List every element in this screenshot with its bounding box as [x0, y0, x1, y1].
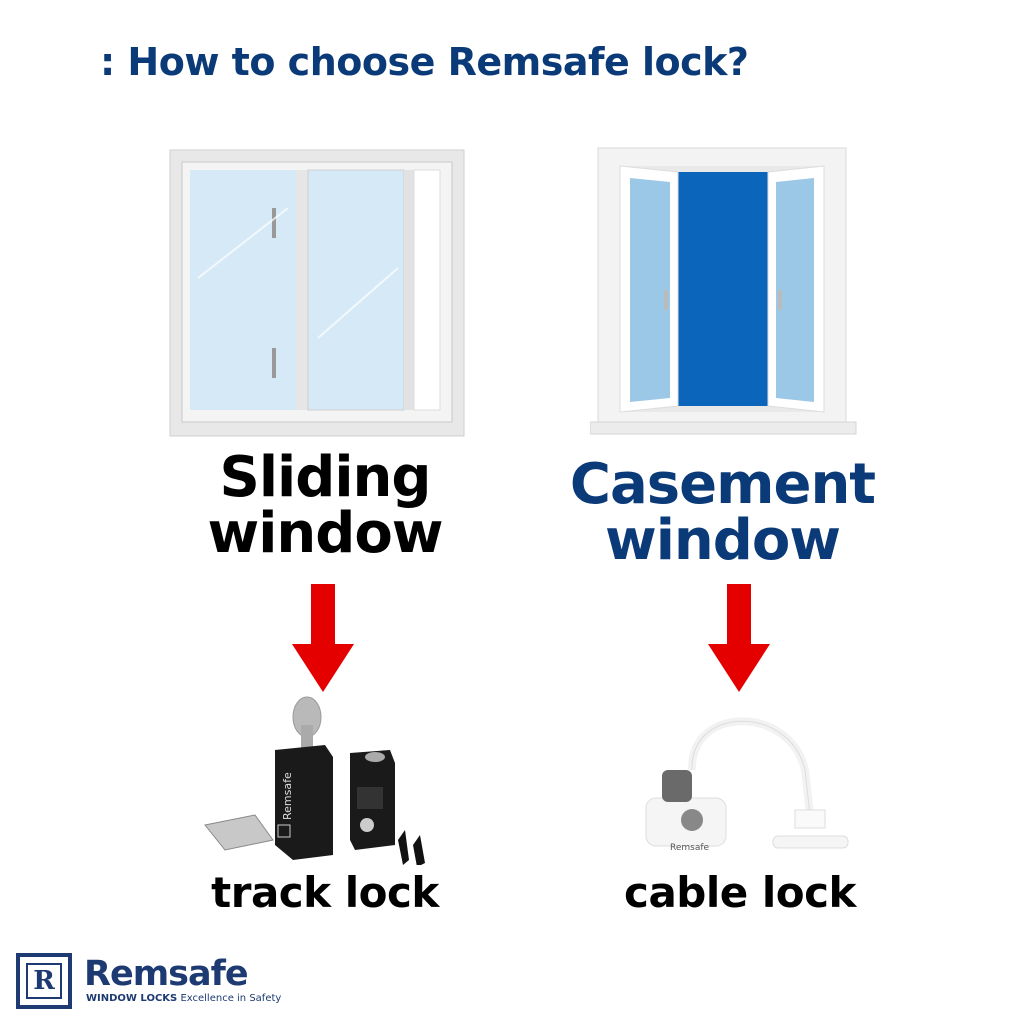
logo-name: Remsafe [84, 954, 249, 994]
sliding-window-label: Sliding window [165, 450, 485, 562]
sliding-label-line2: window [207, 501, 443, 566]
arrow-down-icon [708, 584, 770, 692]
remsafe-logo-icon: R [16, 953, 72, 1009]
sliding-label-line1: Sliding [219, 445, 432, 510]
casement-label-line2: window [604, 508, 841, 573]
svg-text:Remsafe: Remsafe [281, 772, 294, 820]
sliding-window-image [169, 149, 465, 437]
track-lock-label: track lock [211, 868, 439, 917]
casement-label-line1: Casement [569, 452, 876, 517]
cable-lock-label: cable lock [624, 868, 856, 917]
casement-window-label: Casement window [560, 457, 885, 569]
logo-letter: R [26, 963, 62, 999]
track-lock-image: Remsafe [204, 696, 425, 865]
logo-tagline: WINDOW LOCKS Excellence in Safety [86, 993, 281, 1004]
cable-lock-image: Remsafe [645, 717, 849, 853]
page-title: : How to choose Remsafe lock? [100, 40, 749, 84]
logo-tag-text: Excellence in Safety [180, 993, 282, 1004]
svg-text:Remsafe: Remsafe [670, 843, 710, 853]
casement-window-image [590, 147, 857, 435]
logo-tag-bold: WINDOW LOCKS [86, 993, 178, 1004]
arrow-down-icon [292, 584, 354, 692]
